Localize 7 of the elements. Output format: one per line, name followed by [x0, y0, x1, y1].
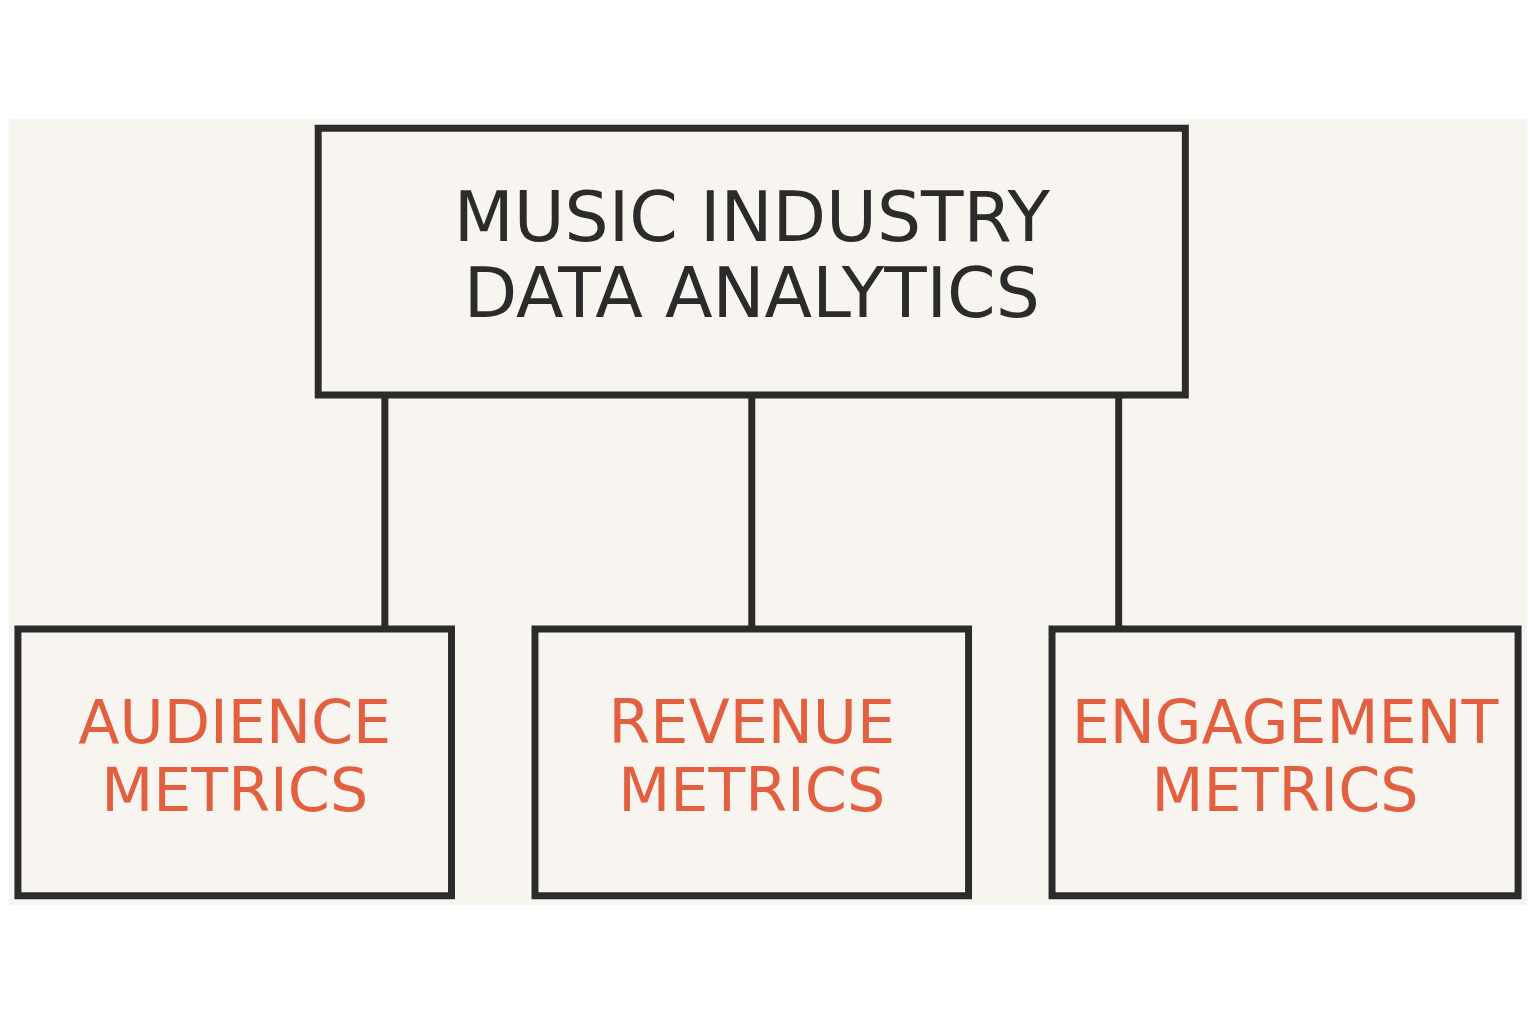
node-box: MUSIC INDUSTRY DATA ANALYTICS [314, 124, 1189, 399]
node-box: ENGAGEMENT METRICS [1048, 625, 1522, 900]
node-box: REVENUE METRICS [531, 625, 973, 900]
node-box: AUDIENCE METRICS [14, 625, 455, 900]
connector [381, 395, 389, 629]
connector [748, 395, 756, 629]
connector [1115, 395, 1123, 629]
